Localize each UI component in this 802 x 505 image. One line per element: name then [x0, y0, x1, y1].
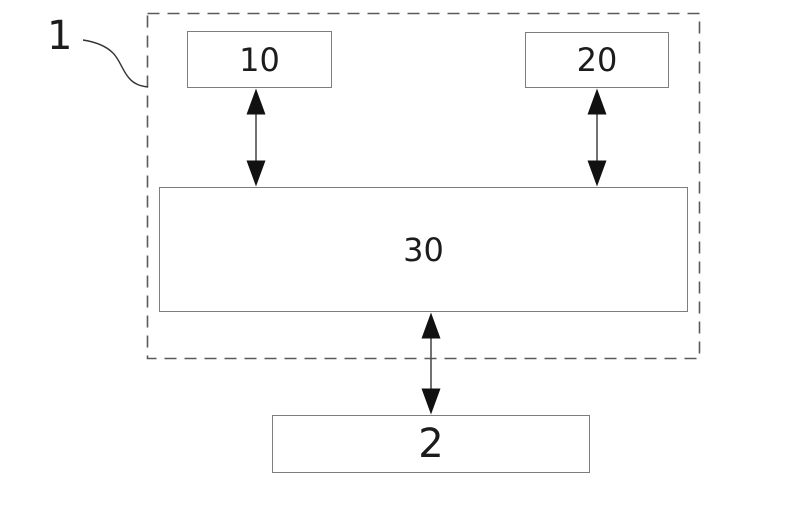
edge-30-2 [421, 312, 441, 415]
system-boundary [146, 12, 701, 360]
node-2: 2 [272, 415, 590, 473]
arrowhead-down-icon [587, 160, 607, 187]
arrowhead-up-icon [587, 88, 607, 115]
arrowhead-down-icon [421, 388, 441, 415]
node-10-label: 10 [239, 40, 280, 79]
boundary-ref-label: 1 [47, 13, 73, 59]
node-2-label: 2 [418, 421, 444, 467]
node-30: 30 [159, 187, 688, 312]
arrowhead-up-icon [421, 312, 441, 339]
arrowhead-down-icon [246, 160, 266, 187]
node-20-label: 20 [576, 41, 618, 79]
node-20: 20 [525, 32, 669, 88]
edge-20-30 [587, 88, 607, 187]
edge-10-30 [246, 88, 266, 187]
node-10: 10 [187, 31, 332, 88]
node-30-label: 30 [403, 230, 444, 269]
arrowhead-up-icon [246, 88, 266, 115]
leader-line [82, 39, 149, 88]
